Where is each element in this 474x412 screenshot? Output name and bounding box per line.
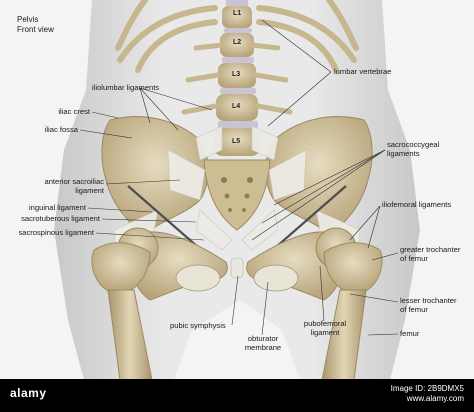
left-ilium <box>101 116 209 236</box>
label-femur: femur <box>400 329 420 338</box>
diagram-title: Pelvis Front view <box>17 15 54 35</box>
pubofemoral-line-2: ligament <box>310 327 340 337</box>
label-anterior-sacroiliac: anterior sacroiliac ligament <box>2 177 104 195</box>
sacrococcygeal-line-2: ligaments <box>387 148 420 158</box>
pubofemoral-line-1: pubofemoral <box>303 319 347 328</box>
left-femur <box>107 289 153 380</box>
title-line-2: Front view <box>17 25 54 34</box>
anterior-sacroiliac-line-1: anterior sacroiliac <box>44 177 104 186</box>
obturator-line-1: obturator <box>247 334 279 343</box>
symphysis <box>230 257 244 279</box>
right-ilium <box>265 116 373 236</box>
site-url[interactable]: www.alamy.com <box>406 394 464 403</box>
sacrococcygeal-line-1: sacrococcygeal <box>387 140 440 149</box>
label-iliolumbar-ligaments: iliolumbar ligaments <box>92 83 160 92</box>
label-obturator-membrane: obturator membrane <box>236 334 290 352</box>
obturator-left <box>175 264 221 292</box>
label-inguinal-ligament: inguinal ligament <box>29 203 86 212</box>
obturator-line-2: membrane <box>244 342 282 352</box>
greater-trochanter-line-2: of femur <box>400 253 428 263</box>
watermark-footer: alamy Image ID: 2B9DMX5 www.alamy.com <box>0 379 474 412</box>
vertebra-label-l3: L3 <box>232 71 241 78</box>
title-line-1: Pelvis <box>17 15 39 24</box>
obturator-right <box>253 264 299 292</box>
vertebra-label-l4: L4 <box>232 103 241 110</box>
label-iliac-fossa: iliac fossa <box>44 125 78 134</box>
label-pubic-symphysis: pubic symphysis <box>170 321 226 330</box>
label-greater-trochanter: greater trochanter of femur <box>400 245 461 263</box>
label-iliofemoral-ligaments: iliofemoral ligaments <box>382 200 452 209</box>
lesser-trochanter-line-2: of femur <box>400 304 428 314</box>
right-femur <box>321 289 367 380</box>
label-lesser-trochanter: lesser trochanter of femur <box>400 296 457 314</box>
ribs <box>115 0 359 73</box>
label-sacrotuberous-ligament: sacrotuberous ligament <box>21 214 100 223</box>
lumbar-spine <box>181 0 293 156</box>
sacrum <box>203 159 271 231</box>
image-id-block: Image ID: 2B9DMX5 www.alamy.com <box>391 384 464 404</box>
brand-wordmark[interactable]: alamy <box>10 386 47 400</box>
image-id: Image ID: 2B9DMX5 <box>390 384 464 393</box>
leader-lines <box>79 19 399 336</box>
vertebra-label-l2: L2 <box>233 39 242 46</box>
label-pubofemoral-ligament: pubofemoral ligament <box>296 319 354 337</box>
label-lumbar-vertebrae: lumbar vertebrae <box>334 67 392 76</box>
anterior-sacroiliac-line-2: ligament <box>75 185 104 195</box>
lesser-trochanter-line-1: lesser trochanter <box>400 296 457 305</box>
vertebra-label-l1: L1 <box>233 10 242 17</box>
label-iliac-crest: iliac crest <box>58 107 90 116</box>
greater-trochanter-line-1: greater trochanter <box>400 245 461 254</box>
label-sacrococcygeal-ligaments: sacrococcygeal ligaments <box>387 140 440 158</box>
label-sacrospinous-ligament: sacrospinous ligament <box>18 228 94 237</box>
vertebra-label-l5: L5 <box>232 138 241 145</box>
anatomy-illustration <box>54 0 420 380</box>
